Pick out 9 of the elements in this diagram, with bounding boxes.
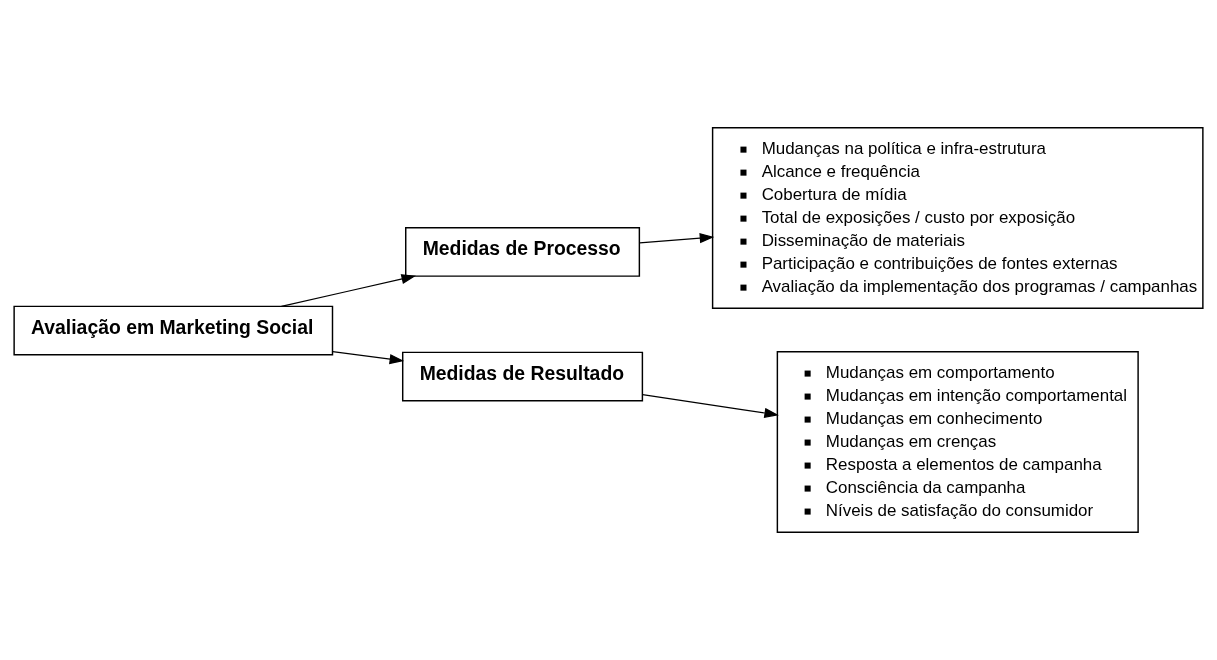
node-box: Mudanças em comportamento Mudanças em intenção comportamental Mudanças em conhecimento Mudanças em crenças Resposta a elementos de campanha Consciência da campanha Níveis de satisfação do consumidor [776,351,1139,533]
node-box: Medidas de Resultado [402,351,644,402]
arrow [639,233,715,244]
node-box: Avaliação em Marketing Social [13,305,334,356]
arrow [332,350,405,365]
arrow [642,393,779,418]
arrow [280,274,416,307]
node-box: Medidas de Processo [405,227,641,277]
node-box: Mudanças na política e infra-estrutura Alcance e frequência Cobertura de mídia Total de exposições / custo por exposição Disseminação de materiais Participação e contribuições de fontes externas Avaliação da implementação dos programas / campanhas [711,127,1204,309]
